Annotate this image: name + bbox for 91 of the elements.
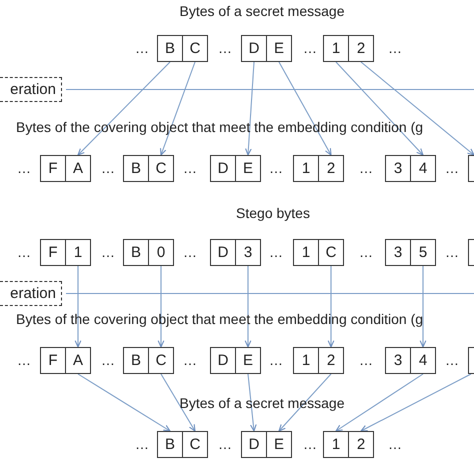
arrow — [336, 62, 424, 156]
byte-cell: A — [65, 347, 91, 374]
byte-cell: D — [210, 239, 236, 266]
byte-cell: D — [210, 155, 236, 182]
arrow — [248, 374, 257, 432]
byte-cell: E — [266, 431, 292, 458]
byte-cell: B — [157, 35, 183, 62]
row-heading: Stego bytes — [236, 205, 310, 221]
arrow — [158, 266, 164, 348]
byte-cell: D — [210, 347, 236, 374]
arrow — [74, 266, 82, 348]
ellipsis: … — [303, 436, 317, 452]
byte-cell: B — [123, 239, 149, 266]
arrow — [335, 374, 424, 432]
ellipsis: … — [269, 244, 283, 260]
operation-box: eration — [0, 77, 62, 102]
byte-cell: B — [123, 347, 149, 374]
ellipsis: … — [101, 160, 115, 176]
ellipsis: … — [269, 160, 283, 176]
ellipsis: … — [218, 436, 232, 452]
byte-cell: E — [266, 35, 292, 62]
ellipsis: … — [135, 436, 149, 452]
ellipsis: … — [303, 40, 317, 56]
arrow — [278, 62, 332, 156]
byte-cell: C — [182, 431, 208, 458]
ellipsis: … — [445, 352, 459, 368]
ellipsis: … — [135, 40, 149, 56]
ellipsis: … — [359, 244, 373, 260]
ellipsis: … — [388, 40, 402, 56]
byte-cell: 2 — [318, 155, 344, 182]
byte-cell: 5 — [410, 239, 436, 266]
partial-byte-box — [468, 155, 474, 182]
ellipsis: … — [183, 352, 197, 368]
ellipsis: … — [183, 244, 197, 260]
ellipsis: … — [218, 40, 232, 56]
byte-cell: D — [241, 35, 267, 62]
byte-cell: 4 — [410, 347, 436, 374]
byte-cell: 2 — [348, 35, 374, 62]
byte-cell: 1 — [323, 431, 349, 458]
ellipsis: … — [445, 160, 459, 176]
byte-cell: 2 — [318, 347, 344, 374]
byte-cell: 0 — [148, 239, 174, 266]
byte-cell: 2 — [348, 431, 374, 458]
byte-cell: B — [157, 431, 183, 458]
operation-box: eration — [0, 281, 62, 306]
byte-cell: C — [148, 155, 174, 182]
byte-cell: 1 — [323, 35, 349, 62]
ellipsis: … — [101, 244, 115, 260]
byte-cell: B — [123, 155, 149, 182]
byte-cell: C — [148, 347, 174, 374]
partial-byte-box — [468, 347, 474, 374]
ellipsis: … — [17, 160, 31, 176]
byte-cell: E — [235, 347, 261, 374]
arrow — [328, 266, 334, 348]
partial-byte-box — [468, 239, 474, 266]
byte-cell: F — [40, 239, 66, 266]
ellipsis: … — [359, 352, 373, 368]
byte-cell: F — [40, 347, 66, 374]
byte-cell: 3 — [235, 239, 261, 266]
byte-cell: C — [182, 35, 208, 62]
byte-cell: 1 — [65, 239, 91, 266]
byte-cell: E — [235, 155, 261, 182]
arrow — [160, 374, 196, 432]
ellipsis: … — [183, 160, 197, 176]
ellipsis: … — [359, 160, 373, 176]
byte-cell: 3 — [385, 347, 411, 374]
arrow — [78, 374, 171, 432]
byte-cell: 3 — [385, 239, 411, 266]
arrow — [420, 266, 426, 348]
arrow — [245, 62, 254, 156]
arrow — [244, 266, 252, 348]
arrow — [77, 62, 170, 156]
byte-cell: 3 — [385, 155, 411, 182]
ellipsis: … — [388, 436, 402, 452]
row-heading: Bytes of a secret message — [180, 3, 344, 19]
arrow — [160, 62, 196, 156]
ellipsis: … — [269, 352, 283, 368]
arrow — [360, 374, 472, 432]
ellipsis: … — [101, 352, 115, 368]
ellipsis: … — [445, 244, 459, 260]
byte-cell: A — [65, 155, 91, 182]
byte-cell: 4 — [410, 155, 436, 182]
arrow — [360, 62, 474, 156]
ellipsis: … — [17, 244, 31, 260]
byte-cell: D — [241, 431, 267, 458]
byte-cell: F — [40, 155, 66, 182]
byte-cell: 1 — [293, 347, 319, 374]
byte-cell: C — [318, 239, 344, 266]
byte-cell: 1 — [293, 155, 319, 182]
byte-cell: 1 — [293, 239, 319, 266]
ellipsis: … — [17, 352, 31, 368]
